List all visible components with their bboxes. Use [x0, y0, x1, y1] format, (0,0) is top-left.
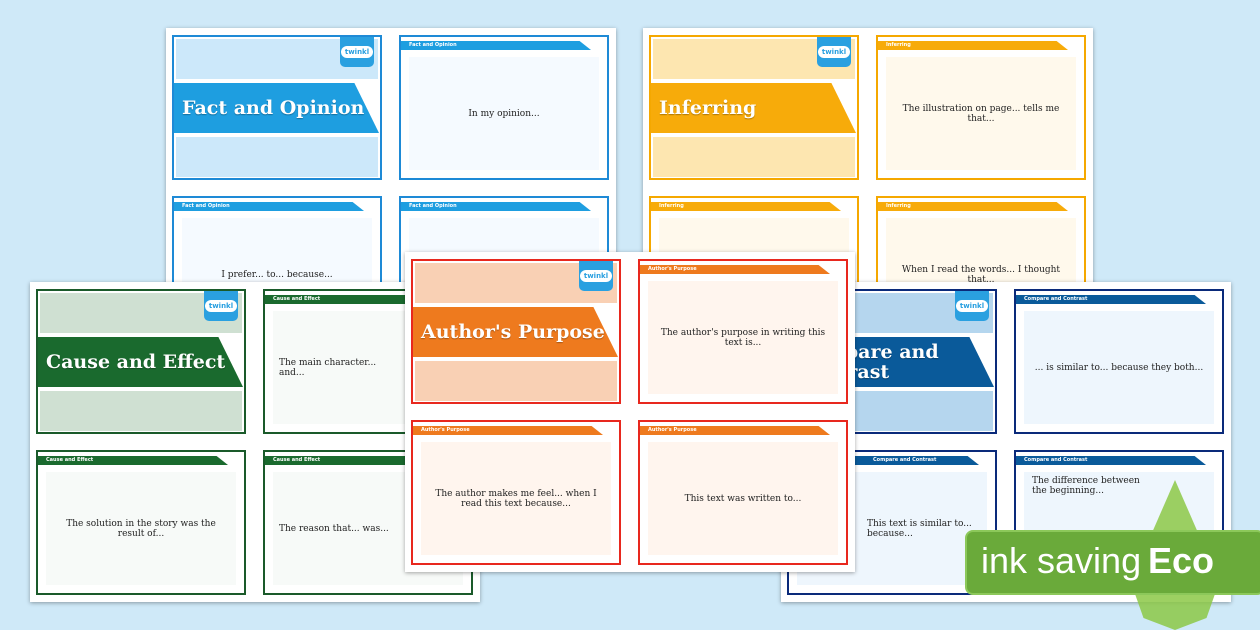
- prompt-text: This text was written to...: [648, 442, 838, 555]
- sheet-fact: Fact and Opinion twinkl Fact and Opinion…: [166, 28, 616, 348]
- card-title: Author's Purpose: [421, 321, 605, 343]
- twinkl-logo: twinkl: [955, 291, 989, 321]
- decor-band: [176, 137, 378, 177]
- card-header: Cause and Effect: [265, 456, 455, 465]
- twinkl-logo: twinkl: [204, 291, 238, 321]
- card-header: Cause and Effect: [38, 456, 228, 465]
- card-title: Inferring: [659, 97, 757, 119]
- decor-band: [653, 137, 855, 177]
- title-band: Author's Purpose: [413, 307, 618, 357]
- prompt-text: The illustration on page... tells me tha…: [886, 57, 1076, 170]
- prompt-text: In my opinion...: [409, 57, 599, 170]
- prompt-card: Cause and Effect The solution in the sto…: [36, 450, 246, 595]
- card-header: Compare and Contrast: [789, 456, 979, 465]
- prompt-card: Compare and Contrast ... is similar to..…: [1014, 289, 1224, 434]
- card-header: Author's Purpose: [413, 426, 603, 435]
- title-card: Cause and Effect twinkl: [36, 289, 246, 434]
- prompt-card: Fact and Opinion In my opinion...: [399, 35, 609, 180]
- prompt-text: The solution in the story was the result…: [46, 472, 236, 585]
- eco-badge: ink saving: [965, 530, 1260, 595]
- twinkl-logo: twinkl: [817, 37, 851, 67]
- prompt-card: Author's Purpose The author's purpose in…: [638, 259, 848, 404]
- prompt-card: Inferring The illustration on page... te…: [876, 35, 1086, 180]
- eco-label: Eco: [1148, 540, 1215, 581]
- card-header: Compare and Contrast: [1016, 295, 1206, 304]
- title-card: Author's Purpose twinkl: [411, 259, 621, 404]
- card-header: Author's Purpose: [640, 426, 830, 435]
- title-card: Inferring twinkl: [649, 35, 859, 180]
- twinkl-logo: twinkl: [579, 261, 613, 291]
- card-header: Fact and Opinion: [174, 202, 364, 211]
- sheet-author: Author's Purpose twinkl Author's Purpose…: [405, 252, 855, 572]
- card-header: Fact and Opinion: [401, 202, 591, 211]
- title-band: Inferring: [651, 83, 856, 133]
- eco-text: ink saving: [981, 540, 1142, 581]
- decor-band: [415, 361, 617, 401]
- card-header: Compare and Contrast: [1016, 456, 1206, 465]
- card-title: Fact and Opinion: [182, 97, 365, 119]
- twinkl-logo: twinkl: [340, 37, 374, 67]
- title-card: Fact and Opinion twinkl: [172, 35, 382, 180]
- title-band: Cause and Effect: [38, 337, 243, 387]
- card-header: Cause and Effect: [265, 295, 455, 304]
- prompt-text: The author's purpose in writing this tex…: [648, 281, 838, 394]
- title-band: Fact and Opinion: [174, 83, 379, 133]
- card-header: Inferring: [878, 41, 1068, 50]
- decor-band: [40, 391, 242, 431]
- card-header: Author's Purpose: [640, 265, 830, 274]
- card-header: Inferring: [651, 202, 841, 211]
- prompt-card: Author's Purpose This text was written t…: [638, 420, 848, 565]
- card-header: Inferring: [878, 202, 1068, 211]
- card-header: Fact and Opinion: [401, 41, 591, 50]
- card-title: Cause and Effect: [46, 351, 226, 373]
- prompt-card: Author's Purpose The author makes me fee…: [411, 420, 621, 565]
- prompt-text: ... is similar to... because they both..…: [1024, 311, 1214, 424]
- prompt-text: The author makes me feel... when I read …: [421, 442, 611, 555]
